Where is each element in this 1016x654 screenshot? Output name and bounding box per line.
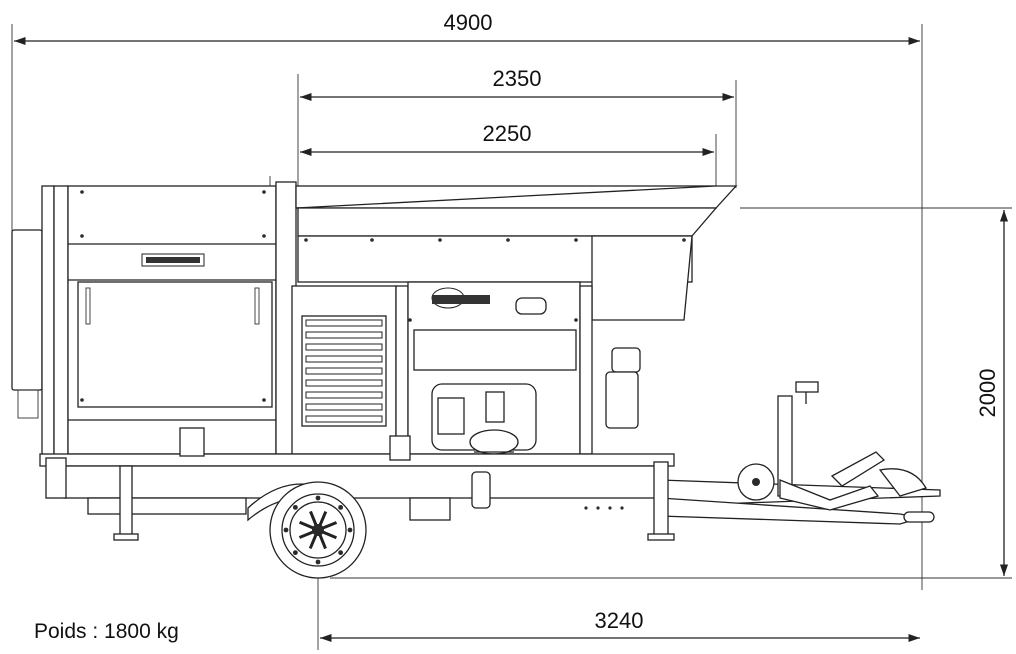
trailer-wheel (247, 481, 367, 579)
wheel-bolt (315, 559, 321, 565)
wheel-bolt (292, 504, 298, 510)
dimension-label-2350: 2350 (493, 66, 542, 91)
weight-label: Poids : 1800 kg (34, 620, 179, 643)
louver-slat (305, 331, 383, 339)
dimension-3240: 3240 (317, 548, 920, 650)
dimension-2350: 2350 (297, 66, 737, 188)
drawbar-hitch (737, 381, 935, 523)
dimension-label-3240: 3240 (595, 608, 644, 633)
louver-slat (305, 343, 383, 351)
louver-slat (305, 403, 383, 411)
machine-body (11, 176, 738, 457)
dimension-label-4900: 4900 (444, 10, 493, 35)
dimension-label-2000: 2000 (975, 369, 1000, 418)
brand-logo-center (431, 287, 490, 309)
louver-slat (305, 355, 383, 363)
louver-slat (305, 319, 383, 327)
louver-slat (305, 415, 383, 423)
brand-logo-left (141, 253, 205, 267)
vent-panel (291, 285, 409, 455)
filter-canister (605, 347, 641, 429)
wheel-bolt (283, 527, 289, 533)
dimension-2000: 2000 (330, 207, 1012, 579)
wheel-bolt (338, 550, 344, 556)
wheel-bolt (338, 504, 344, 510)
wheel-bolt (292, 550, 298, 556)
louver-slat (305, 379, 383, 387)
hopper (295, 185, 738, 321)
louver-slat (305, 391, 383, 399)
wheel-bolt (347, 527, 353, 533)
dimension-2250: 2250 (300, 121, 717, 190)
support-legs (45, 457, 675, 541)
louver-slat (305, 367, 383, 375)
pump-assembly (431, 383, 537, 455)
wheel-bolt (315, 495, 321, 501)
dimension-label-2250: 2250 (483, 121, 532, 146)
